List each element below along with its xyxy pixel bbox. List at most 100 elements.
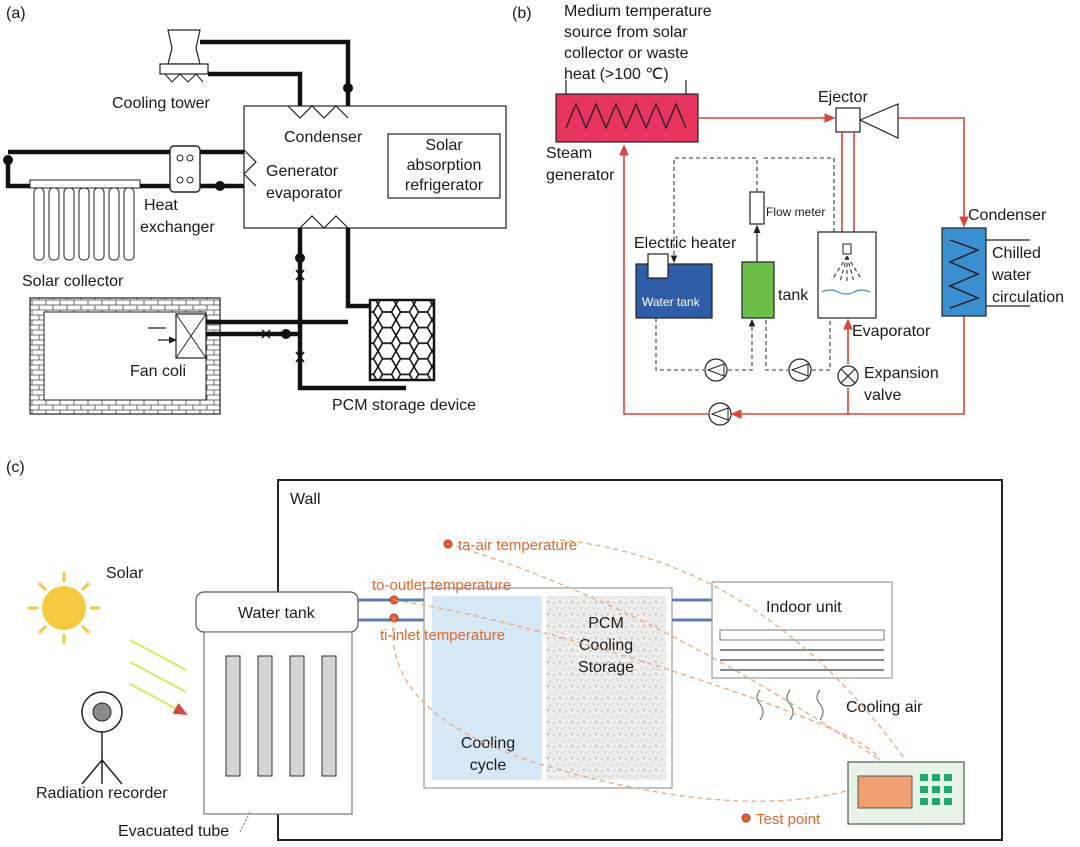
condenser-b <box>941 227 987 317</box>
heater-dashed-loop <box>670 157 758 264</box>
label-flow-meter: Flow meter <box>766 205 825 219</box>
label-water-tank-b: Water tank <box>642 295 701 309</box>
evap-dashed-out <box>765 320 788 371</box>
label-pcm-2: Cooling <box>579 637 633 654</box>
label-ejector: Ejector <box>818 89 868 106</box>
label-chilled-2: water <box>991 267 1032 284</box>
steam-generator <box>555 93 699 143</box>
tank-dashed-in <box>728 318 756 371</box>
sensor-wire-room <box>559 539 905 759</box>
evacuated-tube <box>257 655 273 777</box>
sun-icon <box>28 572 100 644</box>
evacuated-tube <box>321 655 337 777</box>
label-chilled-3: circulation <box>992 289 1064 306</box>
label-ta: ta-air temperature <box>458 537 577 554</box>
pcm-storage-icon <box>368 298 436 382</box>
panel-c-tag: (c) <box>6 459 25 476</box>
label-condenser-a: Condenser <box>284 129 363 146</box>
label-source-2: source from solar <box>564 24 688 41</box>
evap-right-pipe <box>345 228 406 309</box>
pump-icon <box>281 329 291 339</box>
green-tank <box>741 261 775 319</box>
label-steam-1: Steam <box>546 145 592 162</box>
condenser-coil <box>287 105 349 119</box>
water-surface <box>821 289 871 295</box>
evacuated-tube <box>289 655 305 777</box>
electric-heater-icon <box>647 253 669 279</box>
heating-coil-icon <box>565 102 687 130</box>
label-cooling-cycle-2: cycle <box>470 757 507 774</box>
label-wall: Wall <box>290 491 321 508</box>
flow-meter-icon <box>749 191 765 225</box>
test-point-legend <box>741 813 751 823</box>
refrigerator-label-box <box>387 133 501 199</box>
tank-dashed-out <box>655 318 704 371</box>
recorder-keys <box>920 774 952 805</box>
evacuated-tube <box>225 655 241 777</box>
tower-pipe-return <box>208 71 303 106</box>
heat-exchanger-icon <box>169 145 201 193</box>
evap-dashed-in <box>812 318 831 371</box>
label-source-1: Medium temperature <box>564 3 712 20</box>
label-test-point: Test point <box>756 811 821 828</box>
label-generator: Generator <box>266 163 339 180</box>
condenser-coil-b <box>948 239 980 309</box>
label-solar-collector: Solar collector <box>22 273 124 290</box>
label-radiation-recorder: Radiation recorder <box>36 785 168 802</box>
radiation-arrows <box>129 639 186 714</box>
valve-icon <box>261 329 271 339</box>
label-steam-2: generator <box>546 167 615 184</box>
label-solar: Solar <box>106 565 144 582</box>
ejector-icon <box>835 107 861 133</box>
label-chilled-1: Chilled <box>992 245 1041 262</box>
condenser-return <box>730 316 965 419</box>
label-expansion-2: valve <box>864 387 901 404</box>
valve-icon <box>295 351 305 363</box>
ejector-to-condenser <box>898 117 969 228</box>
radiation-recorder-icon <box>81 691 123 785</box>
solar-collector-icon <box>29 179 141 261</box>
label-solar-abs-3: refrigerator <box>405 177 484 194</box>
cooling-cycle-zone <box>432 596 542 780</box>
label-heat-2: exchanger <box>140 219 215 236</box>
label-tank: tank <box>778 287 809 304</box>
label-source-4: heat (>100 ℃) <box>564 66 669 83</box>
label-water-tank-c: Water tank <box>238 605 316 622</box>
label-source-3: collector or waste <box>564 45 689 62</box>
sensor-wire-ta <box>447 543 881 761</box>
label-solar-abs-2: absorption <box>407 157 482 174</box>
pcm-zone <box>546 596 666 780</box>
panel-a-tag: (a) <box>6 5 26 22</box>
storage-return-pipe <box>297 332 406 391</box>
spray-dashed-line <box>764 157 835 232</box>
evaporator-coil <box>299 215 349 229</box>
label-evaporator-b: Evaporator <box>852 323 931 340</box>
label-indoor-unit: Indoor unit <box>766 599 842 616</box>
pump-icon <box>3 155 13 165</box>
pump-icon <box>295 253 305 263</box>
pump-icon <box>343 83 353 93</box>
label-electric-heater: Electric heater <box>634 235 737 252</box>
generator-coil <box>243 149 257 187</box>
label-pcm-1: PCM <box>588 615 624 632</box>
pump-return <box>619 144 708 415</box>
label-evaporator-a: evaporator <box>266 185 343 202</box>
label-ti: ti-inlet temperature <box>380 627 505 644</box>
spray-icon <box>831 255 863 284</box>
label-pcm-storage: PCM storage device <box>332 397 476 414</box>
label-expansion-1: Expansion <box>864 365 939 382</box>
label-cooling-tower: Cooling tower <box>112 95 211 112</box>
label-solar-abs-1: Solar <box>425 137 463 154</box>
sensor-wire-to <box>393 599 881 763</box>
label-evacuated-tube: Evacuated tube <box>118 823 229 840</box>
panel-b-tag: (b) <box>512 5 532 22</box>
label-pcm-3: Storage <box>578 659 634 676</box>
cooling-tower-icon <box>159 29 209 83</box>
valve-icon <box>295 269 305 281</box>
label-heat-1: Heat <box>144 197 178 214</box>
cooling-air-waves <box>756 689 824 721</box>
label-condenser-b: Condenser <box>968 207 1047 224</box>
storage-indoor-pipes <box>672 598 712 622</box>
label-cooling-air: Cooling air <box>846 699 923 716</box>
